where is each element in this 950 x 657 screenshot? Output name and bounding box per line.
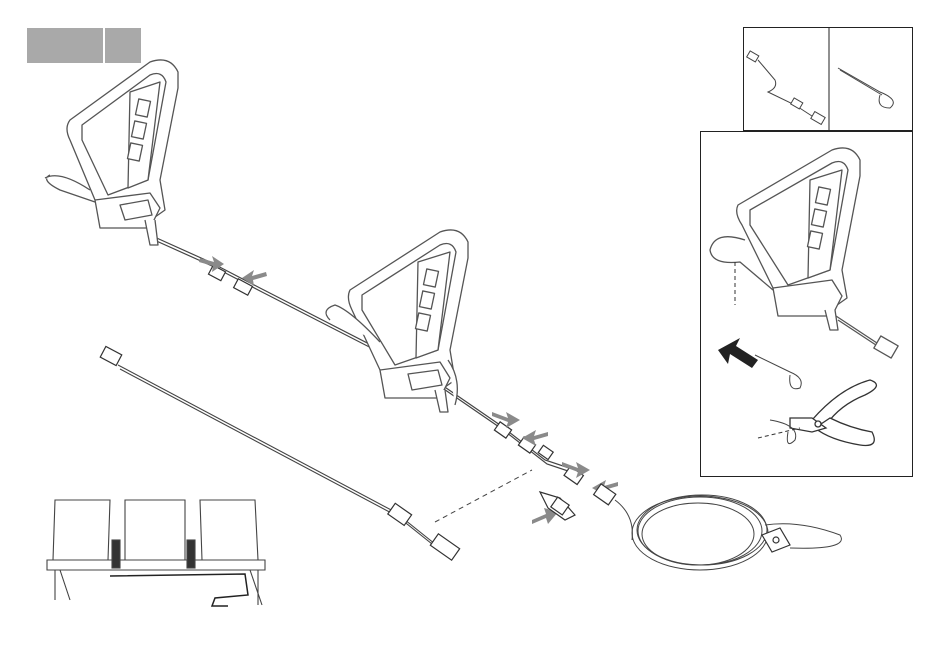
push-arrow-icon	[718, 338, 758, 368]
power-cable-coil	[615, 495, 841, 570]
triangle-holder-icon	[45, 60, 178, 245]
cable-tie-icon	[838, 68, 893, 108]
seat-row-icon	[47, 500, 265, 606]
cable-tie-icon	[755, 355, 801, 389]
triangle-holder-icon	[710, 148, 898, 358]
guide-dashed-line	[435, 470, 532, 522]
cable-with-connectors-icon	[747, 51, 826, 125]
power-plug-icon	[762, 528, 790, 552]
cut-mark-line	[758, 428, 800, 438]
side-cutter-icon	[790, 380, 876, 445]
triangle-holder-icon	[326, 230, 468, 412]
